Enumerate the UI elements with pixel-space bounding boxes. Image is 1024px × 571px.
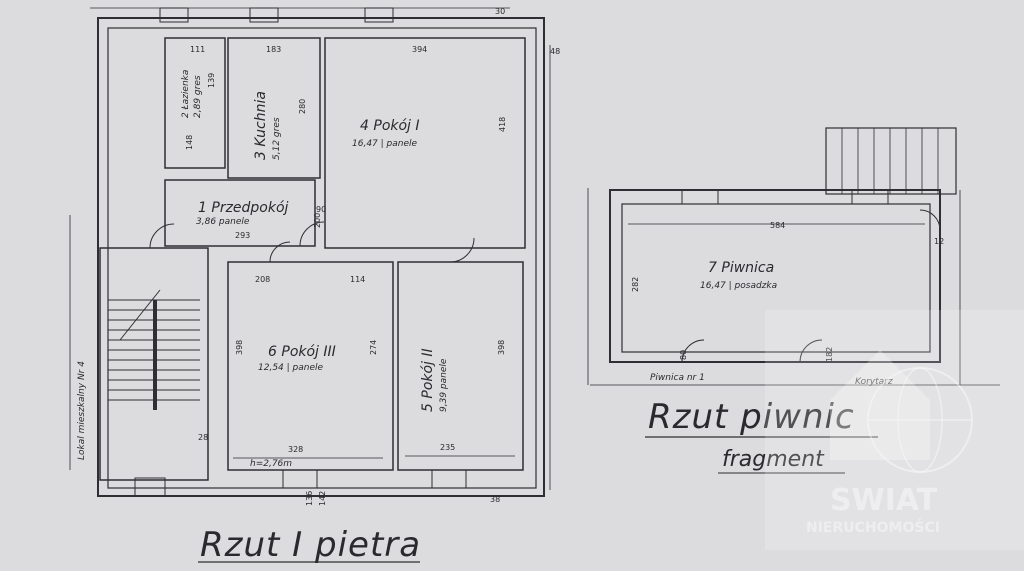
room-1-area: 3,86 panele xyxy=(196,217,250,227)
room-5-label: 5 Pokój II xyxy=(420,348,436,412)
room-5-area: 9,39 panele xyxy=(439,358,449,412)
dim-38: 38 xyxy=(490,495,500,504)
dim-12: 12 xyxy=(934,237,944,246)
door-swing xyxy=(799,339,823,363)
bathroom-walls xyxy=(164,37,226,169)
kitchen-walls xyxy=(227,37,321,179)
window xyxy=(282,469,318,489)
dim-111: 111 xyxy=(190,45,205,54)
window xyxy=(431,469,467,489)
cellar-label: Piwnica nr 1 xyxy=(650,373,705,383)
first-floor-plan xyxy=(69,7,551,497)
dim-235: 235 xyxy=(440,443,455,452)
floor-plan-title: Rzut I pietra xyxy=(200,525,421,565)
dim-200: 200 xyxy=(313,213,322,228)
dim-136: 136 xyxy=(305,491,314,506)
room-7-label: 7 Piwnica xyxy=(708,260,774,276)
dim-28: 28 xyxy=(198,433,208,442)
dimension-labels: 394 183 111 280 418 293 208 114 398 274 … xyxy=(185,7,944,506)
watermark-logo: SWIAT NIERUCHOMOŚCI xyxy=(765,310,1024,550)
apartment-label: Lokal mieszkalny Nr 4 xyxy=(77,361,87,460)
room-1-walls xyxy=(324,37,526,249)
globe-icon xyxy=(867,367,973,473)
room-4-area: 16,47 | panele xyxy=(352,139,418,149)
room-2-label: 2 Łazienka xyxy=(181,70,191,118)
door-swing xyxy=(449,237,475,263)
dim-584: 584 xyxy=(770,221,785,230)
dim-293: 293 xyxy=(235,231,250,240)
dim-142: 142 xyxy=(318,491,327,506)
window xyxy=(134,477,166,497)
door-swing xyxy=(149,223,175,249)
basement-outer-wall xyxy=(609,189,941,363)
dim-148: 148 xyxy=(185,135,194,150)
basement-title: Rzut piwnic xyxy=(648,397,855,437)
window xyxy=(851,189,889,205)
outer-wall xyxy=(97,17,545,497)
hall-walls xyxy=(164,179,316,247)
stair-hall xyxy=(99,247,209,481)
basement-plan xyxy=(587,127,1000,386)
room-labels: 2 Łazienka 2,89 gres 3 Kuchnia 5,12 gres… xyxy=(77,70,893,469)
dim-114: 114 xyxy=(350,275,365,284)
dim-274: 274 xyxy=(369,340,378,355)
room-2-area: 2,89 gres xyxy=(193,75,203,118)
house-icon xyxy=(830,350,930,460)
dim-328: 328 xyxy=(288,445,303,454)
basement-stairs xyxy=(825,127,957,195)
dim-139: 139 xyxy=(207,73,216,88)
room-7-area: 16,47 | posadzka xyxy=(700,281,777,291)
room-6-area: 12,54 | panele xyxy=(258,363,324,373)
room-3-area: 5,12 gres xyxy=(272,117,282,160)
room-1-label: 1 Przedpokój xyxy=(198,200,289,216)
room-4-label: 4 Pokój I xyxy=(360,118,420,134)
watermark-title: SWIAT xyxy=(830,483,938,518)
door-swing xyxy=(269,241,291,263)
dim-48: 48 xyxy=(550,47,560,56)
dim-30: 30 xyxy=(495,7,505,16)
dim-90: 90 xyxy=(316,205,326,214)
ceiling-height: h=2,76m xyxy=(250,459,292,469)
dim-80: 80 xyxy=(679,350,688,360)
dim-398-a: 398 xyxy=(235,340,244,355)
room-6-label: 6 Pokój III xyxy=(268,344,336,360)
basement-subtitle: fragment xyxy=(722,447,825,472)
dim-398-b: 398 xyxy=(497,340,506,355)
basement-inner-wall xyxy=(621,203,931,353)
dim-394: 394 xyxy=(412,45,427,54)
door-swing xyxy=(299,221,325,247)
dim-182: 182 xyxy=(825,347,834,362)
dim-418: 418 xyxy=(498,117,507,132)
dim-280: 280 xyxy=(298,99,307,114)
outer-wall-inner xyxy=(107,27,537,489)
window xyxy=(681,189,719,205)
door-swing xyxy=(681,339,705,363)
dim-183: 183 xyxy=(266,45,281,54)
corridor-label: Korytarz xyxy=(855,377,893,387)
door-swing xyxy=(919,209,941,231)
room-3-label: 3 Kuchnia xyxy=(253,91,269,160)
dim-208: 208 xyxy=(255,275,270,284)
staircase xyxy=(108,289,200,410)
watermark-subtitle: NIERUCHOMOŚCI xyxy=(806,518,940,536)
dim-282: 282 xyxy=(631,277,640,292)
